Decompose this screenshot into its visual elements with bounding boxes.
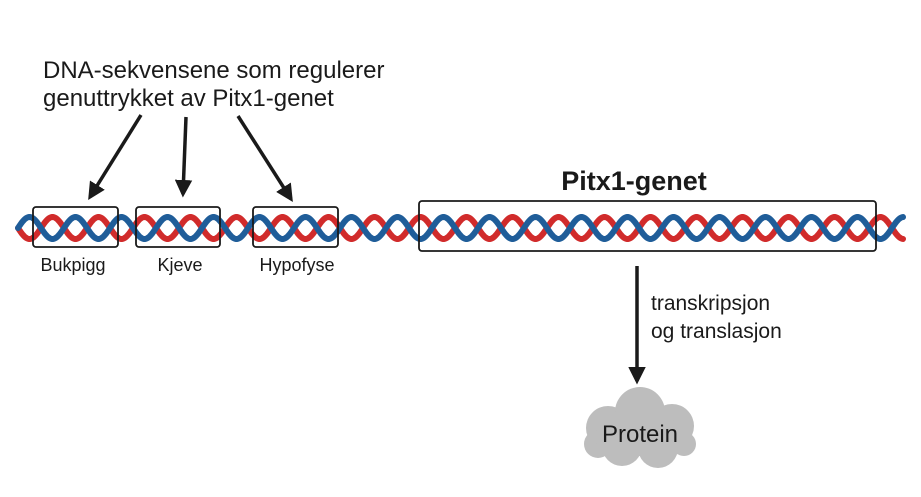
- arrow-to-hypofyse: [236, 115, 293, 202]
- protein-cloud: [584, 387, 696, 468]
- region-label-hypofyse: Hypofyse: [259, 255, 334, 275]
- region-box-hypofyse: [252, 206, 339, 248]
- dna-helix: [15, 214, 906, 242]
- gene-box: [418, 200, 877, 252]
- arrow-to-kjeve: [174, 116, 193, 198]
- annotation-line-2: genuttrykket av Pitx1-genet: [43, 85, 334, 112]
- dna-strand-blue: [15, 214, 906, 242]
- protein-label: Protein: [602, 421, 678, 448]
- region-label-bukpigg: Bukpigg: [40, 255, 105, 275]
- region-label-kjeve: Kjeve: [157, 255, 202, 275]
- process-line-1: transkripsjon: [651, 292, 770, 315]
- region-box-kjeve: [135, 206, 221, 248]
- annotation-line-1: DNA-sekvensene som regulerer: [43, 57, 384, 84]
- arrow-to-bukpigg: [88, 114, 143, 200]
- gene-title: Pitx1-genet: [561, 166, 707, 196]
- process-line-2: og translasjon: [651, 320, 782, 343]
- region-box-bukpigg: [32, 206, 119, 248]
